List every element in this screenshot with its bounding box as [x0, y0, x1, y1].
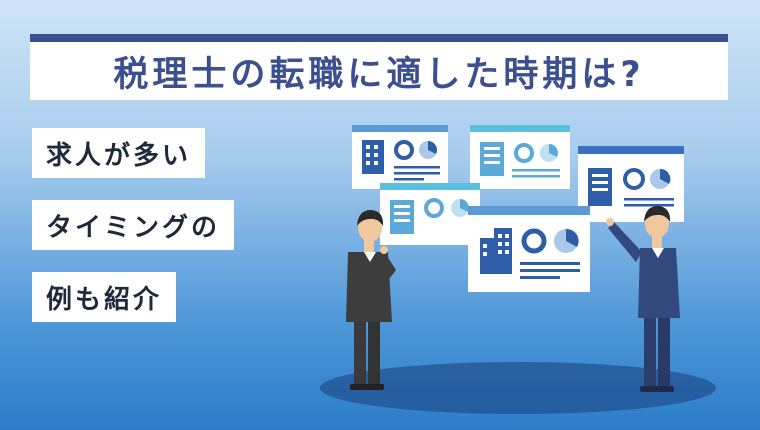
pie-chart-icon [514, 143, 558, 163]
man-thinking [346, 210, 396, 390]
building-icon [588, 168, 612, 206]
building-icon [480, 228, 512, 274]
pie-chart-icon [394, 140, 437, 160]
subtitle-line-2: タイミングの [32, 200, 235, 250]
subtitle-line-3: 例も紹介 [32, 272, 177, 322]
building-icon [480, 142, 504, 176]
building-icon [362, 140, 384, 174]
dashboard-panel [468, 206, 590, 292]
pie-chart-icon [623, 168, 671, 190]
floor-shadow [320, 362, 716, 414]
man-pointing [606, 206, 680, 392]
dashboard-panel [470, 125, 570, 189]
dashboard-panel [578, 146, 684, 222]
dashboard-panel [352, 125, 448, 189]
dashboard-panel [380, 183, 480, 245]
title-banner: 税理士の転職に適した時期は? [30, 34, 728, 100]
building-icon [390, 200, 414, 234]
subtitle-line-1: 求人が多い [32, 128, 206, 178]
pie-chart-icon [424, 198, 469, 218]
page-title: 税理士の転職に適した時期は? [113, 54, 645, 95]
pie-chart-icon [521, 228, 579, 254]
